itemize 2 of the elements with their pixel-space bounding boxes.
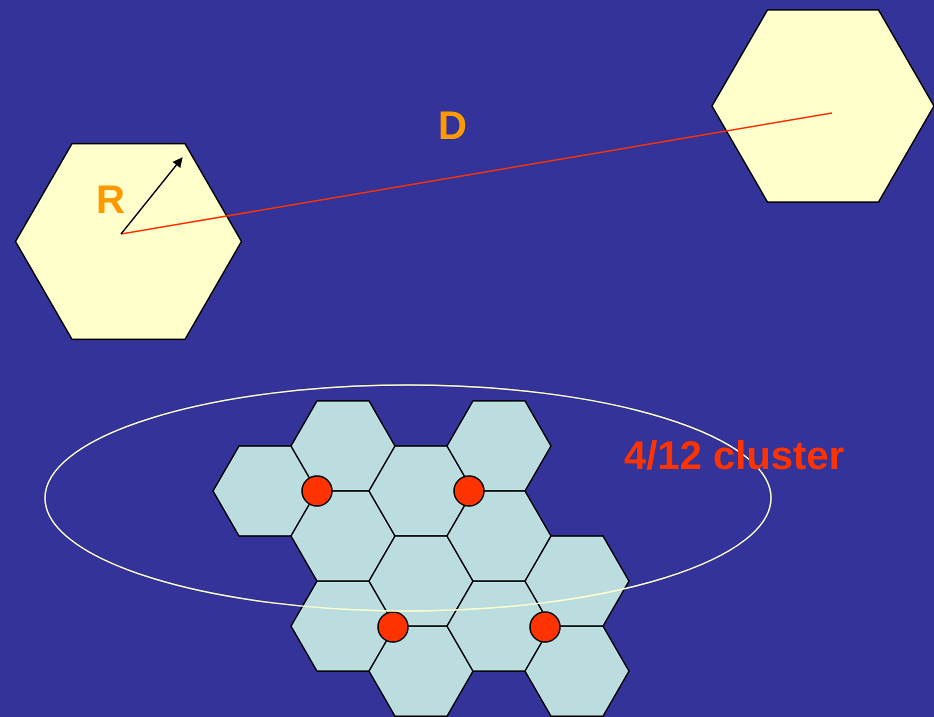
dimension-label: D xyxy=(438,103,467,149)
dimension-label: R xyxy=(96,177,125,223)
